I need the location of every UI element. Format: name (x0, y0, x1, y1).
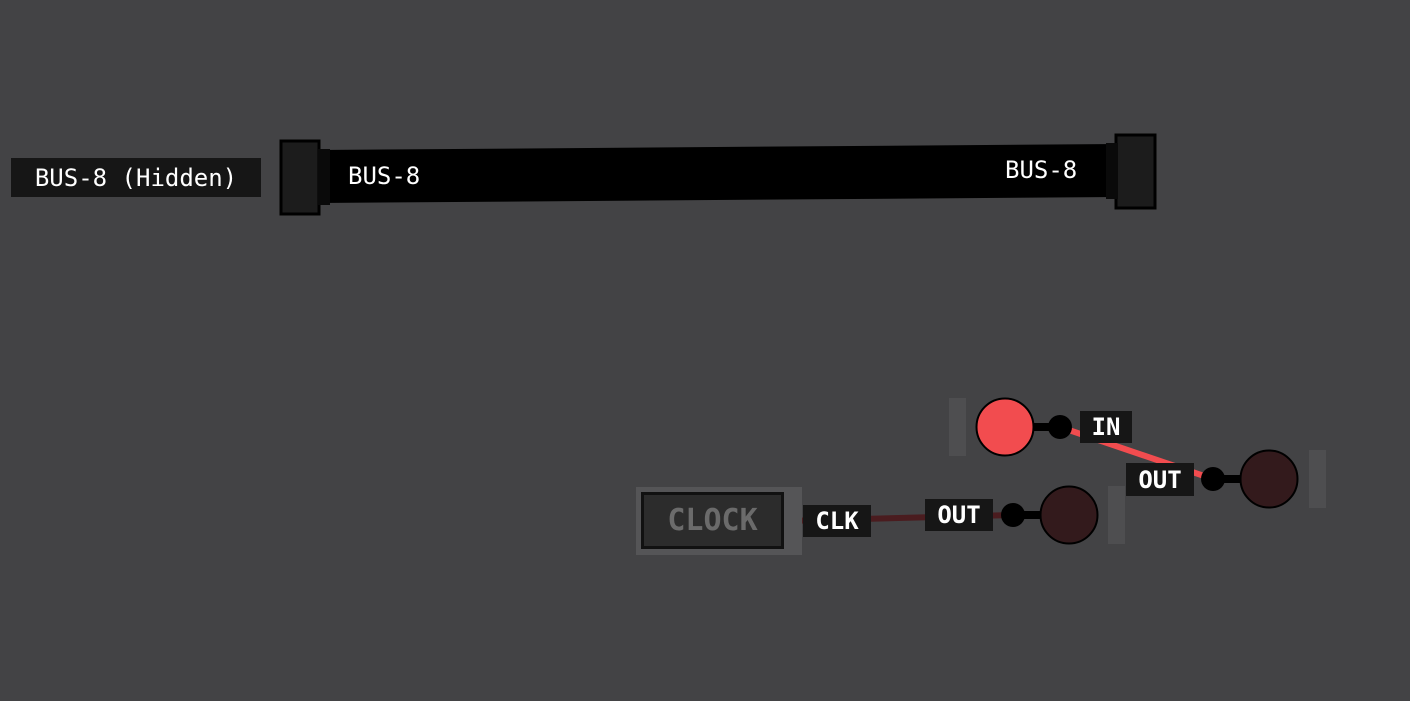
clock-pin-label: CLK (803, 505, 871, 537)
input-pin-connector-dot[interactable] (1048, 415, 1072, 439)
output-pin-1-label: OUT (1126, 463, 1194, 496)
input-pin-label: IN (1080, 411, 1132, 443)
bus-end-connector[interactable] (1114, 133, 1157, 210)
bus-start-connector[interactable] (279, 139, 321, 216)
output-pin-2-indicator[interactable] (1039, 485, 1099, 545)
bus-start-neck (318, 149, 330, 205)
output-pin-2-label: OUT (925, 499, 993, 531)
output-pin-2-connector-dot[interactable] (1001, 503, 1025, 527)
output-pin-2-drag-handle[interactable] (1108, 486, 1125, 544)
output-pin-1-connector-dot[interactable] (1201, 467, 1225, 491)
bus-hidden-label: BUS-8 (Hidden) (11, 158, 261, 197)
bus-start-label: BUS-8 (348, 162, 421, 190)
bus-end-neck (1106, 143, 1118, 199)
bus-wire[interactable] (318, 144, 1118, 203)
bus-end-label: BUS-8 (1005, 156, 1078, 184)
input-pin-toggle[interactable] (975, 397, 1035, 457)
input-pin-drag-handle[interactable] (949, 398, 966, 456)
clock-chip-title: CLOCK (641, 492, 784, 549)
clock-chip[interactable]: CLOCK (636, 487, 802, 555)
output-pin-1-indicator[interactable] (1239, 449, 1299, 509)
output-pin-1-drag-handle[interactable] (1309, 450, 1326, 508)
